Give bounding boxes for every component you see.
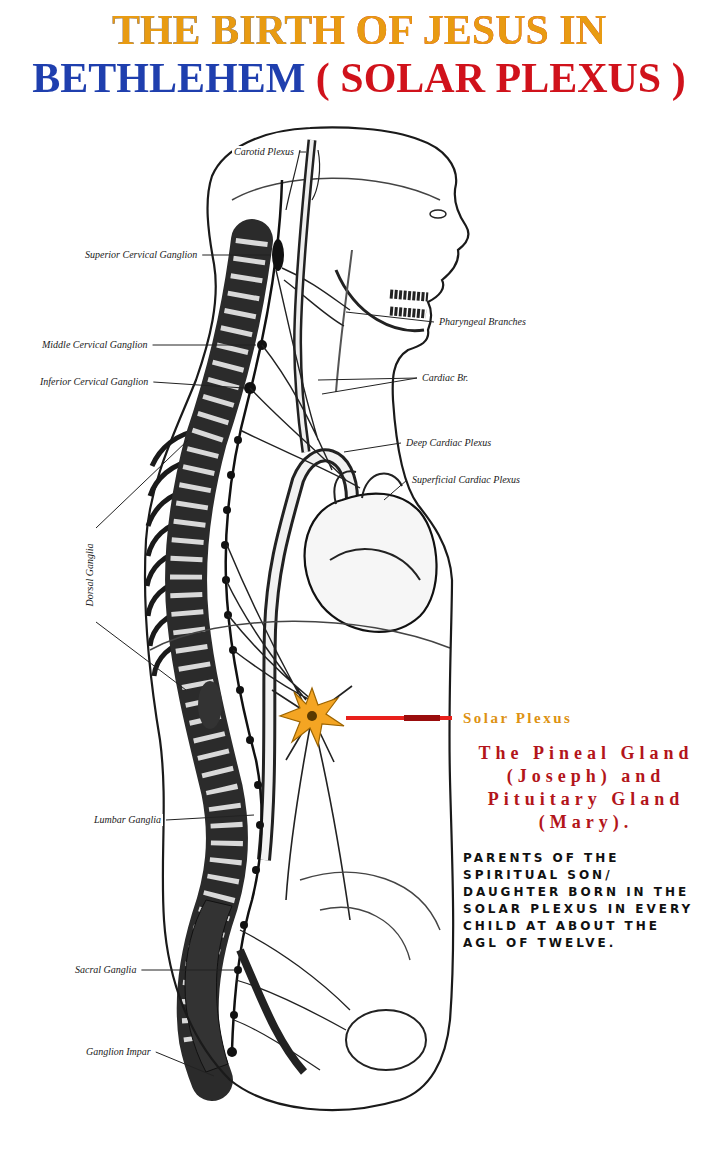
note-text: PARENTS OF THE SPIRITUAL SON/ DAUGHTER B… [463, 850, 697, 952]
sacrum [185, 900, 232, 1072]
leader-line [318, 378, 417, 380]
pointer-arrow-shade [404, 715, 440, 721]
leader-line [202, 255, 271, 256]
part-label: Pharyngeal Branches [437, 316, 528, 328]
kidney [198, 681, 222, 729]
part-label: Sacral Ganglia [73, 964, 138, 976]
superior-ganglion [272, 239, 284, 271]
part-label: Carotid Plexus [232, 146, 296, 158]
leader-line [299, 152, 306, 153]
bladder [346, 1010, 426, 1070]
upper-teeth [390, 294, 428, 297]
solar-plexus-star [280, 688, 344, 746]
carotid-artery [297, 140, 312, 452]
part-label: Lumbar Ganglia [92, 814, 163, 826]
note-text: The Pineal Gland (Joseph) and Pituitary … [460, 742, 712, 834]
leader-line [346, 312, 434, 322]
intestine [300, 872, 440, 960]
carotid-plexus-nerves [286, 150, 320, 210]
part-label: Dorsal Ganglia [84, 541, 96, 608]
sympathetic-chain [226, 180, 282, 1050]
pointer-label: Solar Plexus [461, 709, 574, 727]
body-outline [145, 127, 468, 1110]
splanchnic-nerves [226, 545, 314, 702]
part-label: Inferior Cervical Ganglion [38, 376, 150, 388]
leader-line [141, 970, 236, 971]
part-label: Deep Cardiac Plexus [404, 437, 493, 449]
solar-plexus-core [307, 711, 317, 721]
leader-line [322, 378, 417, 394]
part-label: Middle Cervical Ganglion [40, 339, 150, 351]
part-label: Superficial Cardiac Plexus [410, 474, 522, 486]
title: THE BIRTH OF JESUS IN BETHLEHEM ( SOLAR … [14, 6, 704, 102]
cardiac-nerves [240, 270, 360, 488]
plexus-branches [272, 686, 352, 920]
part-label: Cardiac Br. [420, 372, 470, 384]
cranium-line [232, 178, 440, 200]
pharyngeal-nerves [282, 268, 350, 326]
pelvic-plexus [234, 930, 350, 1070]
leader-line [344, 443, 401, 452]
eye [430, 210, 446, 218]
pharynx [336, 250, 352, 392]
lower-teeth [390, 311, 426, 314]
part-label: Ganglion Impar [84, 1046, 153, 1058]
leader-line [153, 345, 256, 346]
leader-line [166, 815, 254, 820]
diaphragm [150, 621, 450, 650]
part-label: Superior Cervical Ganglion [83, 249, 199, 261]
carotid-artery-lumen [297, 140, 312, 452]
leader-line [384, 480, 407, 500]
heart-vessels [330, 471, 420, 580]
leader-line [156, 1052, 214, 1076]
pointer-arrow [346, 716, 452, 720]
dorsal-bracket [96, 440, 188, 690]
heart [305, 494, 437, 632]
leader-lines [141, 152, 434, 1076]
leader-line [153, 382, 244, 388]
